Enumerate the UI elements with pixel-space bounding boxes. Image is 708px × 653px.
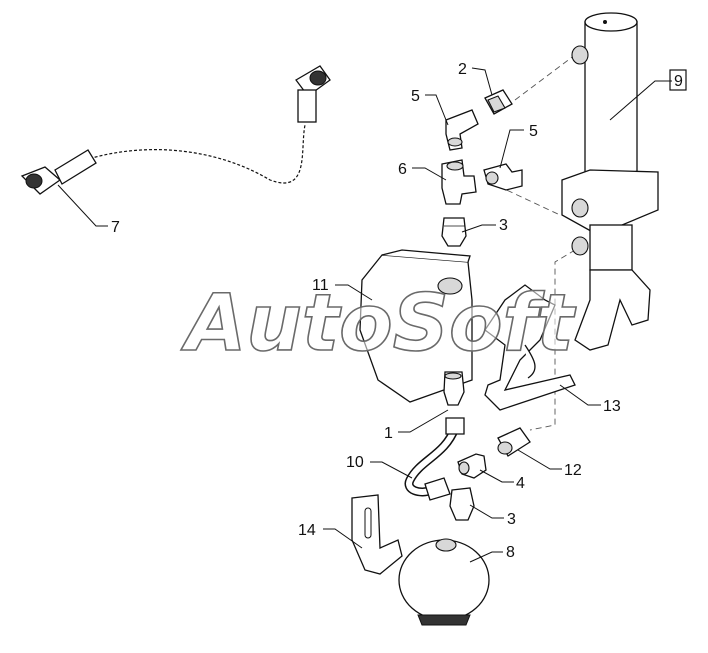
callout-labels: 2 5 5 6 3 7 9 11 13 1 12 4 10 3 14 8 bbox=[111, 61, 683, 561]
part-12-union bbox=[497, 427, 531, 457]
callout-4: 4 bbox=[516, 475, 525, 492]
callout-5-upper: 5 bbox=[411, 88, 420, 105]
part-8-accumulator bbox=[398, 538, 490, 626]
part-3-adapter-lower bbox=[449, 487, 475, 521]
part-14-bracket-plate bbox=[351, 494, 403, 575]
part-5-elbow-right bbox=[483, 163, 523, 191]
callout-9-box bbox=[669, 69, 687, 91]
callout-12: 12 bbox=[564, 462, 582, 479]
callout-6: 6 bbox=[398, 161, 407, 178]
callout-5-right: 5 bbox=[529, 123, 538, 140]
part-13-bracket bbox=[484, 284, 576, 411]
callout-8: 8 bbox=[506, 544, 515, 561]
callout-2: 2 bbox=[458, 61, 467, 78]
callout-14: 14 bbox=[298, 522, 316, 539]
part-4-elbow bbox=[457, 453, 487, 479]
callout-13: 13 bbox=[603, 398, 621, 415]
callout-7: 7 bbox=[111, 219, 120, 236]
callout-1: 1 bbox=[384, 425, 393, 442]
callout-11: 11 bbox=[312, 277, 329, 294]
watermark-text: AutoSoft bbox=[180, 279, 576, 369]
part-2-union bbox=[484, 89, 513, 115]
leader-lines bbox=[57, 67, 672, 563]
part-3-adapter-upper bbox=[441, 217, 467, 247]
callout-9: 9 bbox=[674, 73, 683, 90]
callout-3-lower: 3 bbox=[507, 511, 516, 528]
part-11-block bbox=[359, 249, 473, 403]
part-10-tube bbox=[404, 417, 465, 501]
part-5-elbow-upper bbox=[445, 109, 479, 151]
part-1-nipple bbox=[443, 371, 465, 406]
part-7-hose bbox=[20, 65, 331, 195]
callout-10: 10 bbox=[346, 454, 364, 471]
part-9-cylinder bbox=[561, 12, 659, 351]
callout-3-upper: 3 bbox=[499, 217, 508, 234]
part-6-tee bbox=[441, 159, 477, 205]
